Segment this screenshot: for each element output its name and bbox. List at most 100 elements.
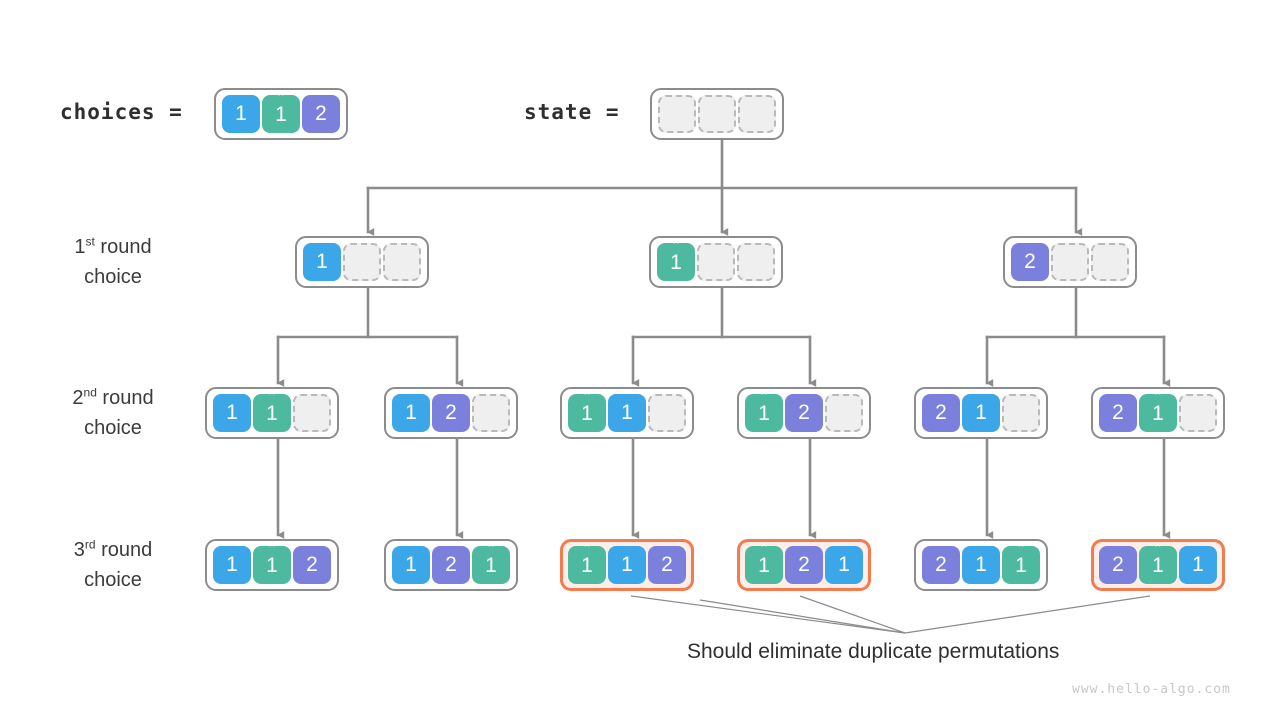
hat-base: 1 — [758, 553, 770, 577]
circumflex-icon: ˆ — [1155, 389, 1161, 407]
cell-value: 1 — [213, 546, 251, 584]
circumflex-icon: ˆ — [488, 541, 494, 559]
watermark: www.hello-algo.com — [1072, 682, 1231, 697]
cell-empty — [472, 394, 510, 432]
hat-base: 1 — [1152, 401, 1164, 425]
cell-value: 2 — [293, 546, 331, 584]
round-1-line1: 1st round — [74, 234, 152, 258]
hat-base: 1 — [485, 553, 497, 577]
cell-value: 2 — [432, 394, 470, 432]
cell-value: 2 — [922, 394, 960, 432]
cell-empty — [737, 243, 775, 281]
cell-value: 1 — [825, 546, 863, 584]
hat-base: 1 — [670, 250, 682, 274]
circumflex-icon: ˆ — [1018, 541, 1024, 559]
cell-value: 1 — [962, 546, 1000, 584]
annotation-caption: Should eliminate duplicate permutations — [687, 640, 1060, 663]
cell-value: 1 — [392, 546, 430, 584]
round-2-line1: 2nd round — [72, 385, 154, 409]
cell-value: 2 — [1099, 546, 1137, 584]
hat-base: 1 — [581, 553, 593, 577]
choices-label: choices = — [60, 100, 183, 124]
cell-empty — [383, 243, 421, 281]
round1-node-0[interactable]: 1 — [295, 236, 429, 288]
circumflex-icon: ˆ — [761, 389, 767, 407]
cell-empty — [698, 95, 736, 133]
circumflex-icon: ˆ — [584, 389, 590, 407]
hat-base: 1 — [1015, 553, 1027, 577]
circumflex-icon: ˆ — [761, 541, 767, 559]
circumflex-icon: ˆ — [269, 389, 275, 407]
hat-base: 1 — [758, 401, 770, 425]
round-1-line2: choice — [84, 266, 142, 288]
cell-value: 2 — [432, 546, 470, 584]
cell-value: 2 — [648, 546, 686, 584]
cell-empty — [738, 95, 776, 133]
cell-value: 1 — [608, 546, 646, 584]
round-label-3: 3rd round choice — [28, 535, 198, 595]
circumflex-icon: ˆ — [269, 541, 275, 559]
cell-empty — [648, 394, 686, 432]
state-label: state = — [524, 100, 620, 124]
cell-empty — [697, 243, 735, 281]
cell-empty — [658, 95, 696, 133]
cell-value: 1 — [608, 394, 646, 432]
round-label-1: 1st round choice — [28, 232, 198, 292]
hat-base: 1 — [266, 553, 278, 577]
cell-empty — [343, 243, 381, 281]
circumflex-icon: ˆ — [278, 90, 284, 108]
cell-value: 2 — [922, 546, 960, 584]
cell-value: 2 — [1099, 394, 1137, 432]
round-label-2: 2nd round choice — [28, 383, 198, 443]
cell-empty — [1179, 394, 1217, 432]
cell-value: 1 — [213, 394, 251, 432]
circumflex-icon: ˆ — [584, 541, 590, 559]
cell-value: 1 — [1179, 546, 1217, 584]
hat-base: 1 — [275, 102, 287, 126]
hat-base: 1 — [581, 401, 593, 425]
state-array — [650, 88, 784, 140]
round1-node-2[interactable]: 2 — [1003, 236, 1137, 288]
cell-value: 1 — [222, 95, 260, 133]
cell-value: 2 — [1011, 243, 1049, 281]
circumflex-icon: ˆ — [1155, 541, 1161, 559]
circumflex-icon: ˆ — [673, 238, 679, 256]
cell-empty — [1091, 243, 1129, 281]
cell-empty — [1051, 243, 1089, 281]
cell-empty — [825, 394, 863, 432]
cell-empty — [1002, 394, 1040, 432]
